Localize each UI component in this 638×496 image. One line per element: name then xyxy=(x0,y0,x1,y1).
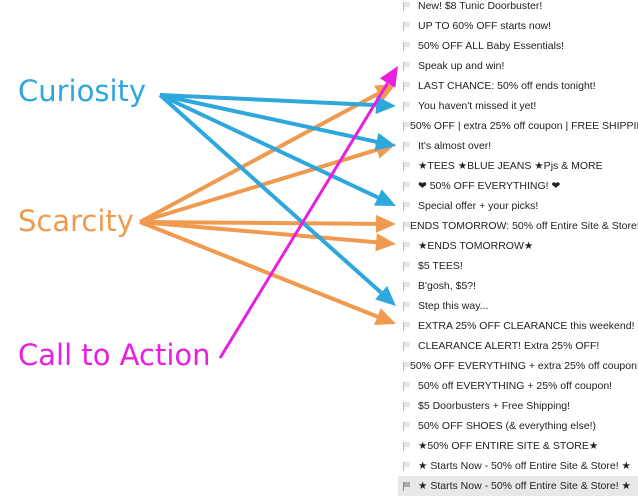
email-subject-text: Speak up and win! xyxy=(418,60,505,72)
email-subject-text: $5 Doorbusters + Free Shipping! xyxy=(418,400,571,412)
email-subject-text: ❤ 50% OFF EVERYTHING! ❤ xyxy=(418,180,561,192)
flag-icon[interactable] xyxy=(403,441,411,451)
email-subject-text: ENDS TOMORROW: 50% off Entire Site & Sto… xyxy=(410,220,638,232)
flag-icon[interactable] xyxy=(403,281,411,291)
flag-icon[interactable] xyxy=(403,161,411,171)
email-subject-text: Step this way... xyxy=(418,300,489,312)
scarcity-arrow xyxy=(139,220,396,325)
email-subject-text: 50% off EVERYTHING + 25% off coupon! xyxy=(418,380,613,392)
email-subject-text: CLEARANCE ALERT! Extra 25% OFF! xyxy=(418,340,600,352)
email-subject-text: $5 TEES! xyxy=(418,260,463,272)
email-subject-text: ★ Starts Now - 50% off Entire Site & Sto… xyxy=(418,480,631,492)
email-subject-row[interactable]: Special offer + your picks! xyxy=(398,196,638,216)
email-subject-text: New! $8 Tunic Doorbuster! xyxy=(418,0,543,12)
flag-icon[interactable] xyxy=(403,261,411,271)
scarcity-arrow xyxy=(139,214,396,233)
email-subject-row[interactable]: CLEARANCE ALERT! Extra 25% OFF! xyxy=(398,336,638,356)
email-subject-row[interactable]: ★50% OFF ENTIRE SITE & STORE★ xyxy=(398,436,638,456)
email-subject-row[interactable]: LAST CHANCE: 50% off ends tonight! xyxy=(398,76,638,96)
call-to-action-label: Call to Action xyxy=(18,338,211,372)
email-subject-text: ★50% OFF ENTIRE SITE & STORE★ xyxy=(418,440,599,452)
scarcity-arrow xyxy=(139,84,396,224)
flag-icon[interactable] xyxy=(403,41,411,51)
flag-icon[interactable] xyxy=(403,401,411,411)
email-subject-row[interactable]: Speak up and win! xyxy=(398,56,638,76)
email-subject-row[interactable]: Step this way... xyxy=(398,296,638,316)
curiosity-arrow xyxy=(159,93,396,151)
email-subject-row[interactable]: $5 TEES! xyxy=(398,256,638,276)
email-subject-text: 50% OFF SHOES (& everything else!) xyxy=(418,420,596,432)
flag-icon[interactable] xyxy=(403,21,411,31)
email-subject-text: LAST CHANCE: 50% off ends tonight! xyxy=(418,80,596,92)
email-subject-text: ★ Starts Now - 50% off Entire Site & Sto… xyxy=(418,460,631,472)
email-subject-row[interactable]: New! $8 Tunic Doorbuster! xyxy=(398,0,638,16)
flag-icon[interactable] xyxy=(403,421,411,431)
email-subject-row[interactable]: 50% OFF ALL Baby Essentials! xyxy=(398,36,638,56)
scarcity-label: Scarcity xyxy=(18,204,134,238)
email-subject-text: B'gosh, $5?! xyxy=(418,280,477,292)
email-subject-text: You haven't missed it yet! xyxy=(418,100,537,112)
email-subject-text: 50% OFF ALL Baby Essentials! xyxy=(418,40,565,52)
curiosity-label: Curiosity xyxy=(18,74,147,108)
email-subject-row[interactable]: B'gosh, $5?! xyxy=(398,276,638,296)
curiosity-arrow xyxy=(159,93,396,115)
email-subject-row[interactable]: ★ Starts Now - 50% off Entire Site & Sto… xyxy=(398,476,638,496)
flag-icon[interactable] xyxy=(403,481,411,491)
email-subject-list: New! $8 Tunic Doorbuster! UP TO 60% OFF s… xyxy=(398,0,638,496)
email-subject-text: ★TEES ★BLUE JEANS ★Pjs & MORE xyxy=(418,160,603,172)
email-subject-row[interactable]: ★ENDS TOMORROW★ xyxy=(398,236,638,256)
flag-icon[interactable] xyxy=(403,101,411,111)
flag-icon[interactable] xyxy=(403,181,411,191)
curiosity-arrow xyxy=(158,93,396,306)
email-subject-text: UP TO 60% OFF starts now! xyxy=(418,20,552,32)
flag-icon[interactable] xyxy=(403,1,411,11)
email-subject-row[interactable]: You haven't missed it yet! xyxy=(398,96,638,116)
email-subject-row[interactable]: It's almost over! xyxy=(398,136,638,156)
flag-icon[interactable] xyxy=(403,81,411,91)
email-subject-text: Special offer + your picks! xyxy=(418,200,539,212)
email-subject-text: 50% OFF | extra 25% off coupon | FREE SH… xyxy=(410,120,638,132)
flag-icon[interactable] xyxy=(403,141,411,151)
email-subject-row[interactable]: 50% OFF EVERYTHING + extra 25% off coupo… xyxy=(398,356,638,376)
email-subject-row[interactable]: 50% off EVERYTHING + 25% off coupon! xyxy=(398,376,638,396)
flag-icon[interactable] xyxy=(403,61,411,71)
email-subject-row[interactable]: ENDS TOMORROW: 50% off Entire Site & Sto… xyxy=(398,216,638,236)
cta-arrow xyxy=(218,66,398,359)
flag-icon[interactable] xyxy=(403,381,411,391)
email-subject-row[interactable]: UP TO 60% OFF starts now! xyxy=(398,16,638,36)
flag-icon[interactable] xyxy=(403,201,411,211)
email-subject-text: 50% OFF EVERYTHING + extra 25% off coupo… xyxy=(410,360,638,372)
email-subject-text: It's almost over! xyxy=(418,140,492,152)
curiosity-arrow xyxy=(159,93,396,206)
email-subject-row[interactable]: ★ Starts Now - 50% off Entire Site & Sto… xyxy=(398,456,638,476)
flag-icon[interactable] xyxy=(403,341,411,351)
email-subject-row[interactable]: ❤ 50% OFF EVERYTHING! ❤ xyxy=(398,176,638,196)
flag-icon[interactable] xyxy=(403,461,411,471)
email-subject-row[interactable]: EXTRA 25% OFF CLEARANCE this weekend! xyxy=(398,316,638,336)
email-subject-row[interactable]: 50% OFF | extra 25% off coupon | FREE SH… xyxy=(398,116,638,136)
email-subject-row[interactable]: 50% OFF SHOES (& everything else!) xyxy=(398,416,638,436)
email-subject-text: EXTRA 25% OFF CLEARANCE this weekend! xyxy=(418,320,635,332)
email-subject-row[interactable]: $5 Doorbusters + Free Shipping! xyxy=(398,396,638,416)
flag-icon[interactable] xyxy=(403,301,411,311)
flag-icon[interactable] xyxy=(403,321,411,331)
email-subject-row[interactable]: ★TEES ★BLUE JEANS ★Pjs & MORE xyxy=(398,156,638,176)
scarcity-arrow xyxy=(139,220,396,252)
flag-icon[interactable] xyxy=(403,241,411,251)
email-subject-text: ★ENDS TOMORROW★ xyxy=(418,240,534,252)
